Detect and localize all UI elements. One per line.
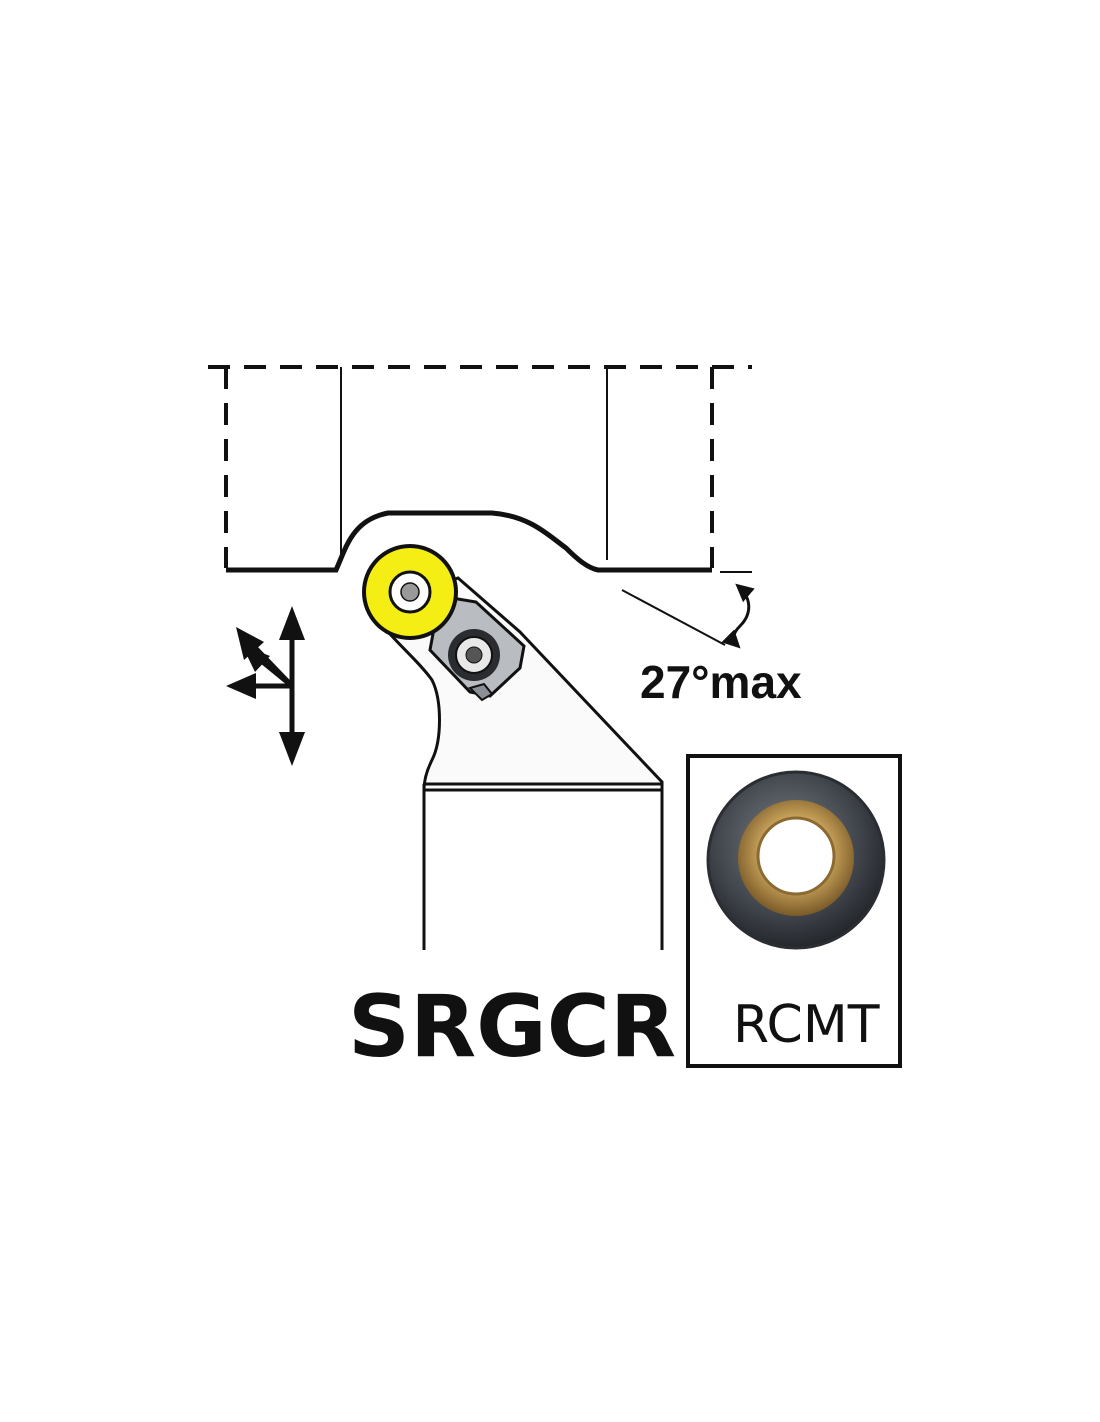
round-insert-photo xyxy=(706,770,886,950)
feed-direction-arrows-icon xyxy=(226,606,305,766)
insert-box: RCMT xyxy=(686,754,902,1068)
workpiece xyxy=(208,365,752,573)
insert-type-label: RCMT xyxy=(733,995,880,1055)
machined-profile xyxy=(226,510,712,573)
angle-indicator: 27°max xyxy=(621,571,802,708)
round-insert xyxy=(362,544,458,640)
angle-arc-arrow-icon xyxy=(721,583,755,649)
clamp xyxy=(428,594,526,702)
angle-label: 27°max xyxy=(640,656,802,708)
angle-slope-line xyxy=(621,589,726,646)
tool-holder xyxy=(362,544,664,950)
model-label: SRGCR xyxy=(348,977,676,1077)
